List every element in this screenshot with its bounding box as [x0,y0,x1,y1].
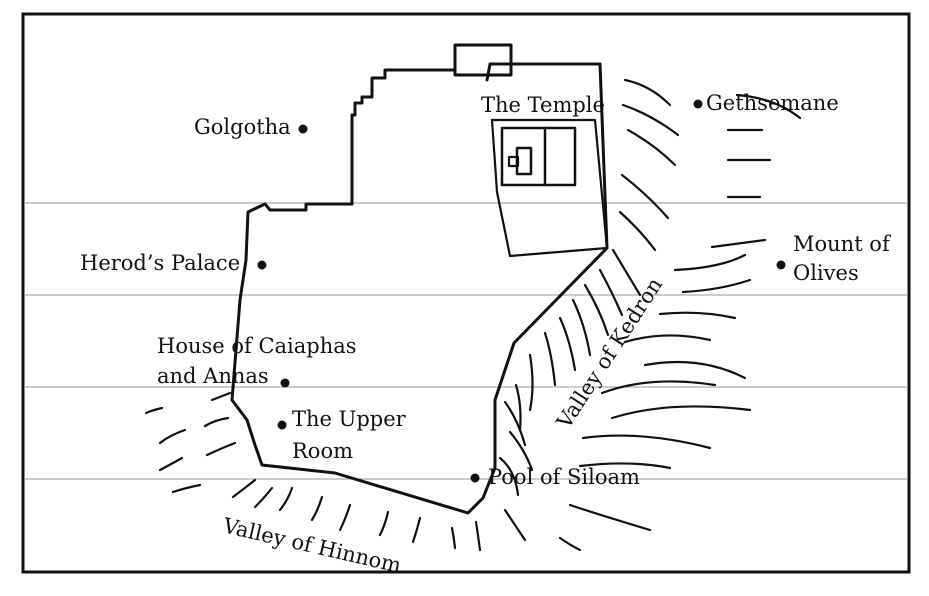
mount-of-olives-label-line1: Mount of [793,232,892,256]
temple-gatehouse [453,43,513,77]
hinnom-hachures [144,391,482,552]
upper-room-label-line2: Room [292,439,353,463]
mount-of-olives-dot [776,260,786,270]
temple-holy-place [507,155,520,168]
pool-of-siloam-dot [470,473,480,483]
gethsemane-dot [693,99,703,109]
temple-building [500,126,577,187]
mount-of-olives-label-line2: Olives [793,261,859,285]
upper-room-dot [277,420,287,430]
herods-palace-dot [257,260,267,270]
caiaphas-label-line1: House of Caiaphas [157,334,357,358]
caiaphas-dot [280,378,290,388]
kedron-hachures [498,78,802,552]
gethsemane-label: Gethsemane [706,91,839,115]
city-wall [230,62,609,515]
upper-room-label-line1: The Upper [292,407,407,431]
caiaphas-label-line2: and Annas [157,364,269,388]
herods-palace-label: Herod’s Palace [80,251,240,275]
temple-platform [490,118,609,258]
golgotha-label: Golgotha [194,115,291,139]
temple-label: The Temple [481,93,605,117]
pool-of-siloam-label: Pool of Siloam [488,465,640,489]
location-dots [257,99,786,483]
golgotha-dot [298,124,308,134]
background-lines [24,202,908,480]
